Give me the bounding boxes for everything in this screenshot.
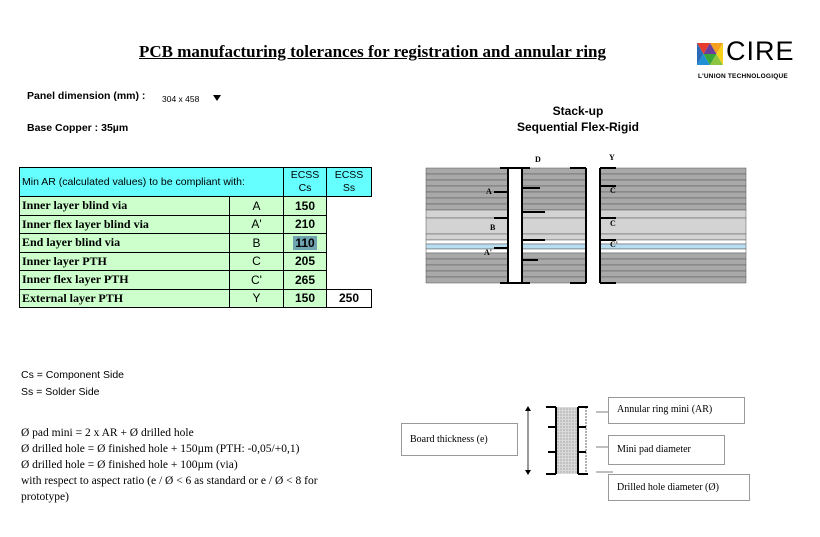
left-stack: [425, 167, 587, 284]
label-y: Y: [609, 153, 615, 162]
logo-tagline: L'UNION TECHNOLOGIQUE: [698, 73, 788, 80]
logo-name: CIRE: [726, 36, 795, 66]
table-row: Inner flex layer blind via A' 210: [19, 214, 372, 234]
label-c: C: [610, 186, 616, 195]
label-b: B: [490, 223, 496, 232]
stackup-diagram: D Y A B A' C C C': [425, 153, 747, 290]
row-code: A: [229, 196, 284, 216]
table-row: Inner layer PTH C 205: [19, 251, 372, 271]
row-ss-value: [327, 215, 372, 234]
formula-prototype: prototype): [21, 491, 69, 503]
row-label: Inner flex layer blind via: [19, 214, 230, 234]
formula-pad-mini: Ø pad mini = 2 x AR + Ø drilled hole: [21, 427, 194, 439]
row-cs-value[interactable]: 265: [283, 270, 327, 290]
row-ss-value: [327, 234, 372, 253]
header-ecss-ss-text: ECSS Ss: [334, 169, 364, 194]
right-stack: [599, 167, 747, 284]
table-header-row: Min AR (calculated values) to be complia…: [19, 167, 372, 197]
header-ecss-cs: ECSS Cs: [283, 167, 327, 197]
callout-mini-pad: Mini pad diameter: [608, 435, 725, 465]
page-title: PCB manufacturing tolerances for registr…: [138, 42, 607, 61]
callout-annular-ring: Annular ring mini (AR): [608, 397, 745, 424]
tolerance-table: Min AR (calculated values) to be complia…: [19, 167, 372, 308]
base-copper-label: Base Copper : 35µm: [27, 122, 129, 134]
row-ss-value[interactable]: 250: [326, 288, 372, 308]
row-cs-value[interactable]: 150: [283, 196, 327, 216]
row-cs-value[interactable]: 210: [283, 214, 327, 234]
row-label: Inner layer blind via: [19, 196, 230, 216]
row-cs-value-selected[interactable]: 110: [293, 235, 317, 250]
table-row: End layer blind via B 110: [19, 233, 372, 253]
table-header-label: Min AR (calculated values) to be complia…: [19, 167, 284, 197]
header-ecss-cs-text: ECSS Cs: [290, 169, 320, 194]
row-label: Inner layer PTH: [19, 251, 230, 271]
row-cs-value[interactable]: 205: [283, 251, 327, 271]
stackup-subheading: Sequential Flex-Rigid: [516, 120, 639, 134]
callout-drilled-hole: Drilled hole diameter (Ø): [608, 474, 750, 501]
table-row: Inner layer blind via A 150: [19, 196, 372, 216]
label-d: D: [535, 155, 541, 164]
panel-dimension-value[interactable]: 304 x 458: [162, 94, 200, 104]
pad-diagram: [525, 406, 613, 475]
row-label: External layer PTH: [19, 288, 230, 308]
formula-drilled-via: Ø drilled hole = Ø finished hole + 100µm…: [21, 459, 238, 471]
table-row: External layer PTH Y 150 250: [19, 288, 372, 308]
row-code: A': [229, 214, 284, 234]
row-code: C: [229, 251, 284, 271]
row-code: C': [229, 270, 284, 290]
row-label: End layer blind via: [19, 233, 230, 253]
table-row: Inner flex layer PTH C' 265: [19, 270, 372, 290]
header-ecss-ss: ECSS Ss: [326, 167, 372, 197]
formula-drilled-pth: Ø drilled hole = Ø finished hole + 150µm…: [21, 443, 300, 455]
label-a-prime: A': [484, 248, 492, 257]
label-c-2: C: [610, 219, 616, 228]
row-cs-value-cell[interactable]: 110: [283, 233, 327, 253]
row-ss-value: [327, 252, 372, 271]
dropdown-arrow-icon[interactable]: [213, 95, 221, 101]
row-ss-value: [327, 271, 372, 290]
label-a: A: [486, 187, 492, 196]
legend-component-side: Cs = Component Side: [21, 369, 125, 381]
row-cs-value[interactable]: 150: [283, 288, 327, 308]
stackup-title: Stack-up Sequential Flex-Rigid: [478, 103, 678, 135]
row-ss-value: [327, 197, 372, 216]
formula-aspect-ratio: with respect to aspect ratio (e / Ø < 6 …: [21, 475, 318, 487]
label-c-prime: C': [610, 240, 618, 249]
panel-dimension-label: Panel dimension (mm) :: [27, 90, 146, 102]
callout-board-thickness: Board thickness (e): [401, 423, 518, 456]
stackup-heading: Stack-up: [552, 104, 604, 118]
cire-logo: [697, 43, 723, 65]
row-label: Inner flex layer PTH: [19, 270, 230, 290]
legend-solder-side: Ss = Solder Side: [21, 386, 100, 398]
row-code: B: [229, 233, 284, 253]
row-code: Y: [229, 288, 284, 308]
